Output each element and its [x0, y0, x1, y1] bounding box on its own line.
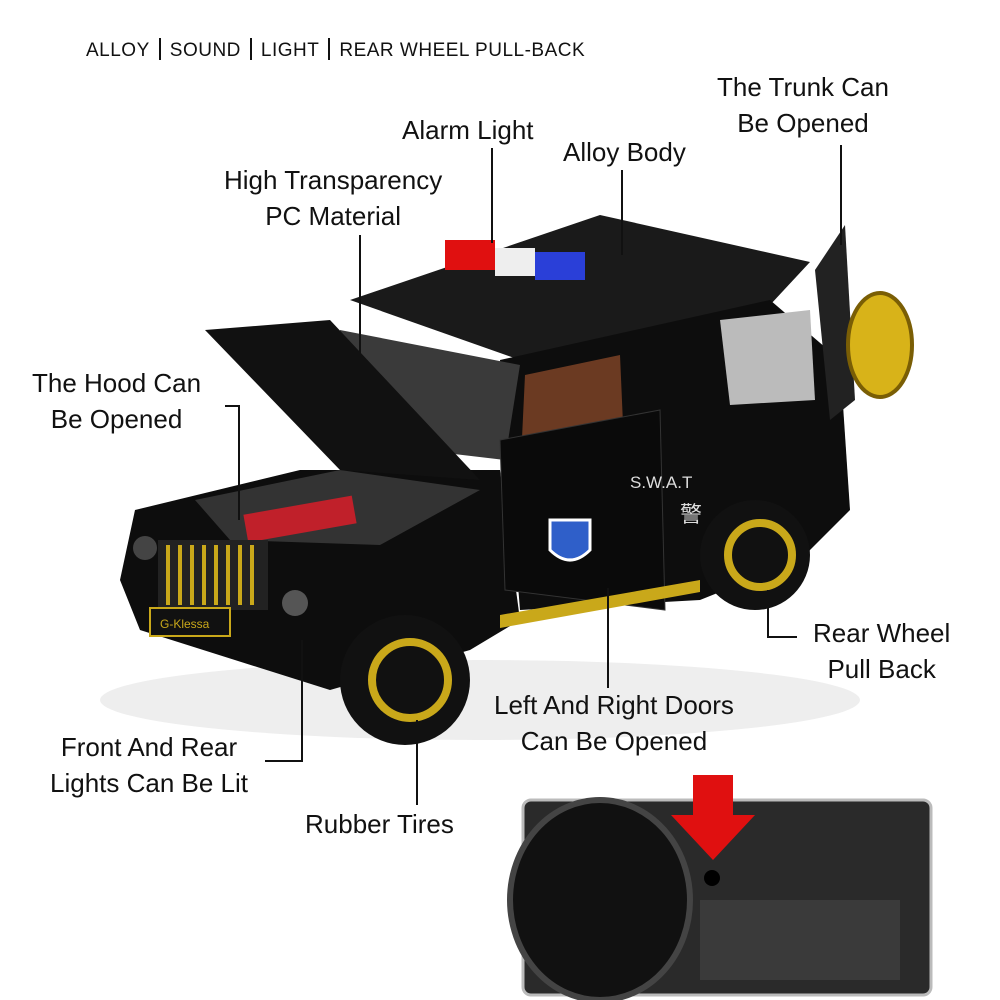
door-text: S.W.A.T	[630, 473, 692, 492]
hood-line-2: Be Opened	[50, 404, 183, 434]
transparency-line-1: High Transparency	[224, 165, 443, 195]
rear-rim	[724, 519, 796, 591]
license-plate	[149, 607, 231, 637]
leader-line	[767, 590, 769, 638]
front-wheel	[340, 615, 470, 745]
feature-alloy: ALLOY	[86, 40, 150, 61]
leader-line	[840, 145, 842, 245]
engine-cover	[243, 495, 357, 543]
headlight-right	[282, 590, 308, 616]
divider	[249, 38, 252, 60]
rear-wheel-line-2: Pull Back	[827, 654, 936, 684]
leader-line	[238, 405, 240, 520]
feature-pullback: REAR WHEEL PULL-BACK	[339, 40, 586, 61]
feature-light: LIGHT	[260, 40, 320, 61]
leader-line	[767, 636, 797, 638]
door-character: 警	[680, 502, 702, 527]
trunk-line-1: The Trunk Can	[717, 72, 889, 102]
rear-window	[720, 310, 815, 405]
headlight-left	[133, 536, 157, 560]
callout-trunk: The Trunk Can Be Opened	[717, 69, 889, 141]
inset-chassis	[700, 900, 900, 980]
leader-line	[416, 720, 418, 805]
spare-wheel	[846, 291, 914, 399]
roof	[350, 215, 810, 360]
hood-line-1: The Hood Can	[32, 368, 202, 398]
leader-line	[491, 148, 493, 243]
divider	[328, 38, 331, 60]
front-rim	[368, 638, 452, 722]
hood	[205, 320, 480, 480]
leader-line	[621, 170, 623, 255]
grille	[158, 540, 268, 610]
inset-hole	[704, 870, 720, 886]
callout-hood: The Hood Can Be Opened	[32, 365, 201, 437]
shadow	[100, 660, 860, 740]
trunk-door	[815, 225, 855, 420]
alarm-light-white	[495, 248, 535, 276]
leader-line	[225, 405, 240, 407]
rear-wheel-line-1: Rear Wheel	[813, 618, 951, 648]
arrow-down-icon	[671, 775, 755, 860]
leader-line	[359, 235, 361, 375]
callout-transparency: High Transparency PC Material	[224, 162, 442, 234]
divider	[158, 38, 161, 60]
alarm-light-blue	[535, 252, 585, 280]
doors-line-1: Left And Right Doors	[494, 690, 734, 720]
open-door	[499, 409, 666, 611]
leader-line	[265, 760, 303, 762]
callout-alarm-light: Alarm Light	[402, 115, 534, 145]
side-step	[500, 580, 700, 628]
transparency-line-2: PC Material	[265, 201, 402, 231]
trunk-line-2: Be Opened	[737, 108, 869, 138]
feature-header: ALLOY SOUND LIGHT REAR WHEEL PULL-BACK	[86, 38, 585, 62]
plate-text: G-Klessa	[160, 617, 210, 631]
leader-line	[607, 588, 609, 688]
lights-line-1: Front And Rear	[60, 732, 238, 762]
lights-line-2: Lights Can Be Lit	[50, 768, 249, 798]
alarm-light-red	[445, 240, 495, 270]
doors-line-2: Can Be Opened	[520, 726, 708, 756]
feature-sound: SOUND	[169, 40, 241, 61]
leader-line	[301, 640, 303, 760]
grille-bars	[166, 545, 254, 605]
callout-tires: Rubber Tires	[305, 809, 454, 839]
inset-tire	[507, 797, 693, 1000]
callout-alloy-body: Alloy Body	[563, 137, 686, 167]
police-badge	[548, 518, 592, 562]
